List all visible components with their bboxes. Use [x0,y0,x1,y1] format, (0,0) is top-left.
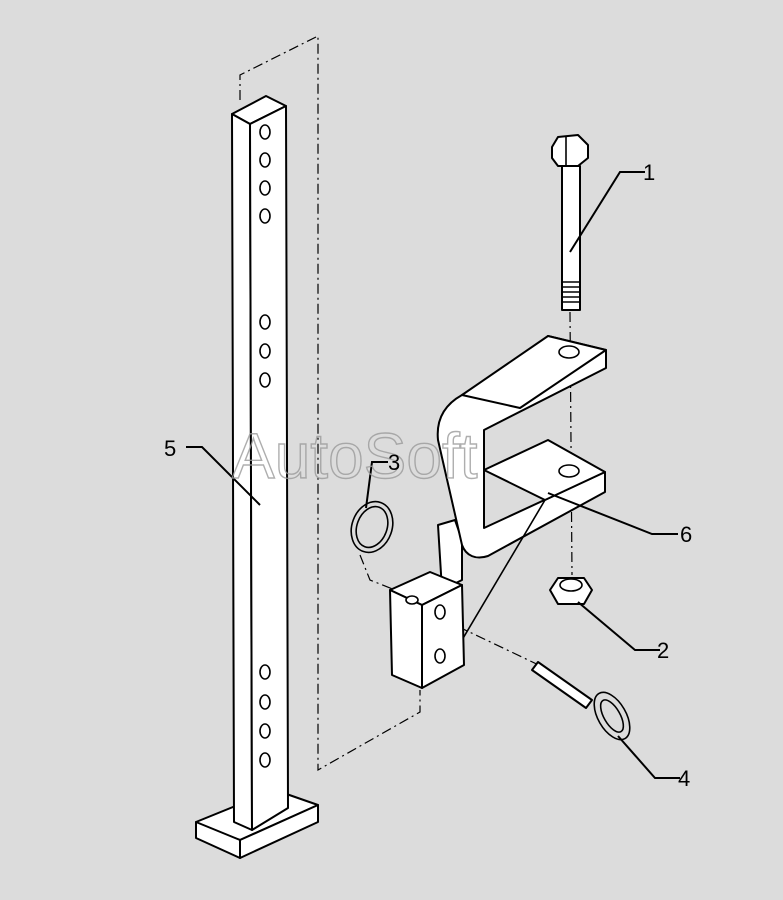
pin-ring-inner [599,699,625,733]
post-side-face [249,105,289,831]
part-1-bolt [551,134,589,311]
callout-4: 4 [678,766,690,791]
leader-lines [186,171,680,779]
block-side [421,584,465,689]
bracket-bottom-hole [558,464,580,478]
post-holes [259,124,271,768]
block-front [389,589,423,689]
leader-4 [617,735,680,779]
leader-3 [365,461,388,509]
callout-2: 2 [657,638,669,663]
post-assembly-line [239,35,421,772]
callout-6: 6 [680,522,692,547]
bolt-head [551,134,589,167]
leader-1 [569,171,645,253]
leader-6 [547,492,678,535]
pin-ring-outer [593,691,631,741]
bolt-thread [562,281,580,303]
pin-shaft [531,661,593,709]
bracket-brace [461,499,546,641]
callout-1: 1 [643,160,655,185]
bolt-shank [561,165,581,311]
leader-5 [186,446,261,506]
part-4-pin [531,661,631,741]
ring-outer [350,500,394,554]
part-5-post [195,95,319,859]
callout-3: 3 [388,450,400,475]
leader-2 [577,601,660,651]
bracket-top-hole [558,345,580,359]
block-hole-upper [434,604,446,620]
watermark-text: AutoSoft [232,420,478,492]
ring-inner [355,505,389,549]
callout-labels: 1 2 3 4 5 6 [164,160,692,791]
part-6-bracket [389,335,607,689]
bracket-bottom-arm [483,439,606,501]
ring-axis-line [359,554,396,591]
part-2-nut [549,577,593,605]
part-3-ring [350,500,394,554]
block-hole-lower [434,648,446,664]
base-plate-side [239,804,319,859]
callout-5: 5 [164,436,176,461]
nut-hole [559,578,583,592]
block-top-hole [405,595,419,605]
